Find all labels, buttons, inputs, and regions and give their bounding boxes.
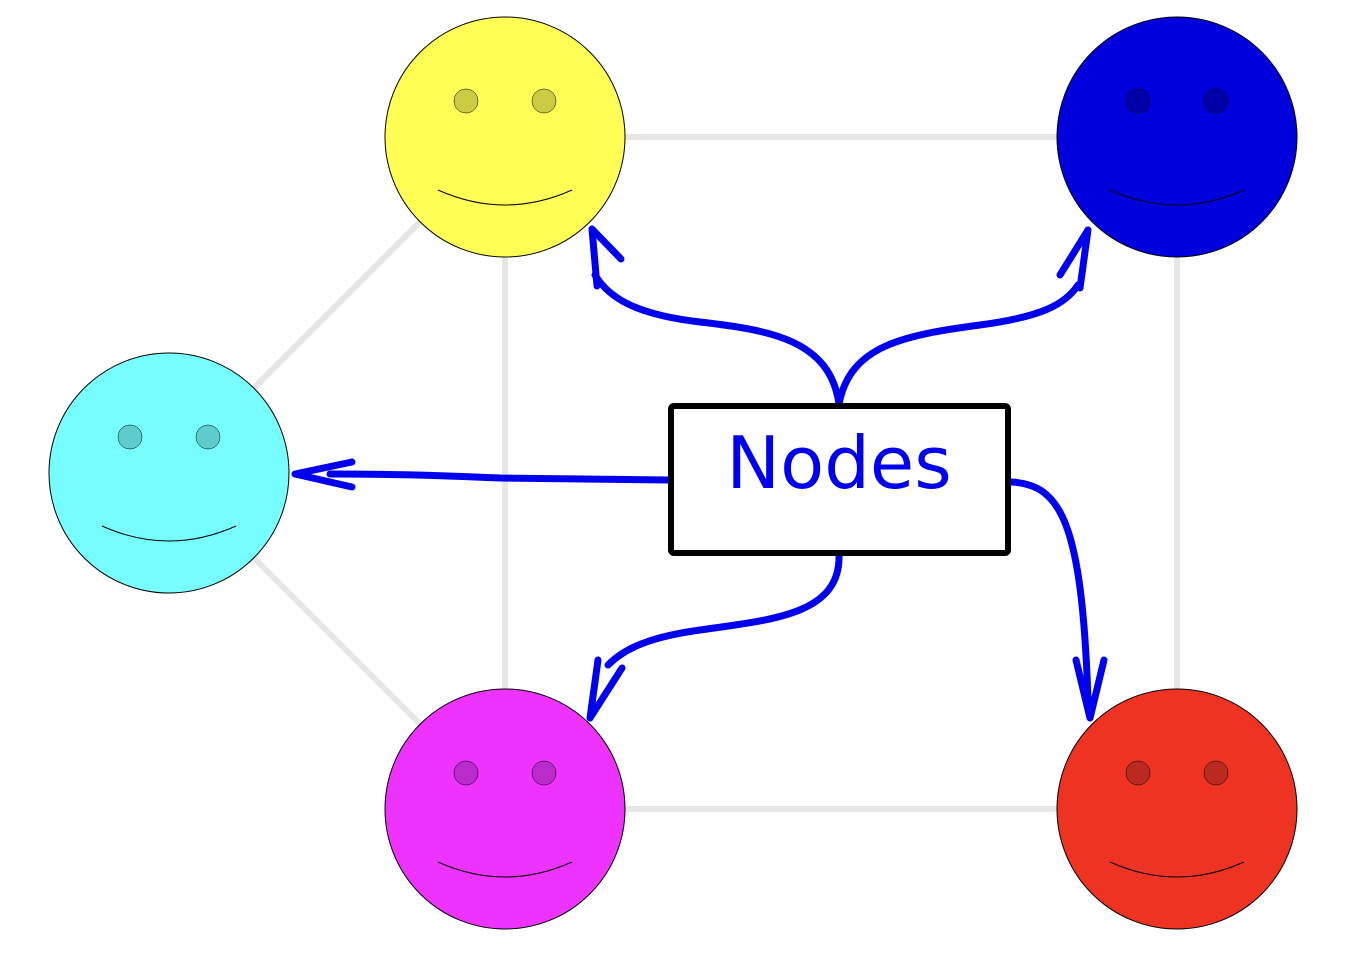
arrows bbox=[291, 225, 1108, 722]
node-left-eye bbox=[453, 88, 479, 114]
node-smile bbox=[1109, 189, 1245, 206]
arrowhead-bottom-left bbox=[586, 656, 626, 722]
node-face bbox=[1056, 688, 1298, 930]
node-left-eye bbox=[453, 760, 479, 786]
node-smile bbox=[1109, 861, 1245, 878]
node-top-right bbox=[1056, 16, 1298, 258]
node-middle-left bbox=[48, 352, 290, 594]
node-left-eye bbox=[1125, 88, 1151, 114]
arrowhead-top-left bbox=[588, 225, 625, 290]
node-right-eye bbox=[531, 760, 557, 786]
node-smile bbox=[101, 525, 237, 542]
arrow-to-top-left bbox=[591, 271, 843, 408]
label-text: Nodes bbox=[726, 421, 951, 505]
node-smile bbox=[437, 861, 573, 878]
arrowhead-top-right bbox=[1056, 226, 1092, 292]
node-right-eye bbox=[195, 424, 221, 450]
arrow-to-top-right bbox=[835, 281, 1082, 408]
label-box: Nodes bbox=[668, 403, 1011, 556]
node-face bbox=[1056, 16, 1298, 258]
node-right-eye bbox=[1203, 760, 1229, 786]
node-bottom-right bbox=[1056, 688, 1298, 930]
node-top-left bbox=[384, 16, 626, 258]
node-smile bbox=[437, 189, 573, 206]
node-right-eye bbox=[531, 88, 557, 114]
arrowhead-bottom-right bbox=[1072, 656, 1108, 722]
node-right-eye bbox=[1203, 88, 1229, 114]
node-left-eye bbox=[1125, 760, 1151, 786]
arrow-to-bottom-left bbox=[604, 552, 843, 669]
node-bottom-left bbox=[384, 688, 626, 930]
node-face bbox=[384, 16, 626, 258]
arrow-to-bottom-right bbox=[1008, 478, 1092, 704]
node-left-eye bbox=[117, 424, 143, 450]
node-face bbox=[384, 688, 626, 930]
node-face bbox=[48, 352, 290, 594]
arrowhead-middle-left bbox=[291, 458, 356, 491]
arrow-to-middle-left bbox=[326, 470, 672, 484]
label-box-border bbox=[668, 403, 1011, 556]
